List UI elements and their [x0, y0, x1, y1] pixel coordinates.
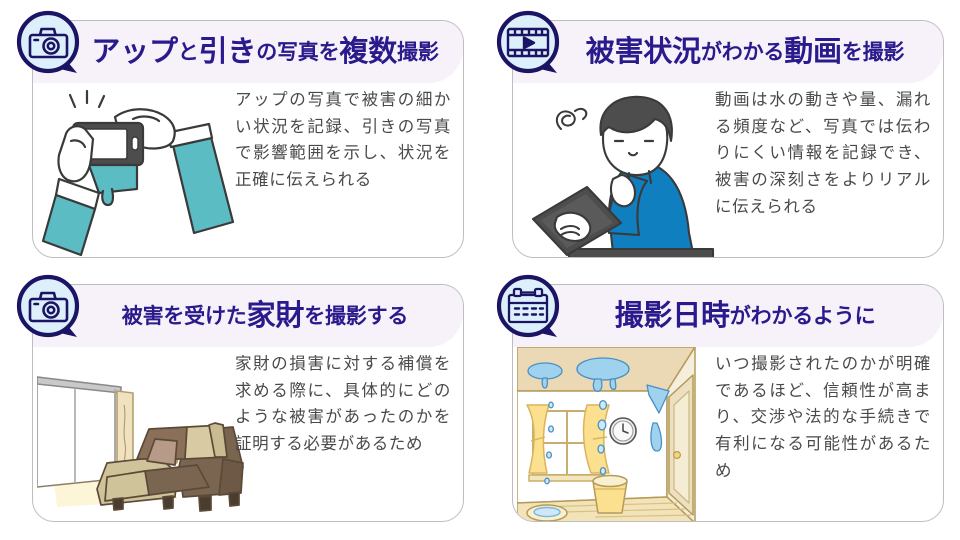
title-part: 被害状況	[585, 35, 701, 68]
card-body: 動画は水の動きや量、漏れる頻度など、写真では伝わりにくい情報を記録でき、被害の深…	[513, 83, 943, 257]
card-title: 被害を受けた 家財 を撮影する	[33, 285, 453, 347]
calendar-icon	[493, 271, 567, 345]
camera-icon	[13, 271, 87, 345]
illustration-leaking-room	[517, 347, 733, 521]
title-part: 動画	[784, 35, 842, 68]
title-part: アップ	[91, 35, 178, 68]
card-damage-video: 被害状況 がわかる 動画 を撮影	[496, 10, 944, 258]
card-description: いつ撮影されたのかが明確であるほど、信頼性が高まり、交渉や法的な手続きで有利にな…	[715, 354, 931, 480]
title-part: がわかるように	[729, 304, 876, 328]
title-part: 撮影日時	[614, 299, 730, 332]
illustration-person-with-tablet	[517, 83, 733, 257]
title-part: と	[177, 40, 199, 64]
title-part: 被害を受けた	[121, 304, 247, 328]
card-clip: アップ と 引き の写真を 複数 撮影	[33, 21, 463, 257]
title-part: 撮影	[397, 40, 439, 64]
card-clip: 撮影日時 がわかるように	[513, 285, 943, 521]
title-part: 複数	[339, 35, 398, 68]
card-body: いつ撮影されたのかが明確であるほど、信頼性が高まり、交渉や法的な手続きで有利にな…	[513, 347, 943, 521]
card-clip: 被害を受けた 家財 を撮影する	[33, 285, 463, 521]
card-title: アップ と 引き の写真を 複数 撮影	[33, 21, 453, 83]
card-title: 被害状況 がわかる 動画 を撮影	[513, 21, 933, 83]
title-part: を撮影する	[304, 304, 409, 328]
video-icon	[493, 7, 567, 81]
title-part: 引き	[198, 35, 257, 68]
card-damaged-belongings: 被害を受けた 家財 を撮影する	[16, 274, 464, 522]
card-description: 動画は水の動きや量、漏れる頻度など、写真では伝わりにくい情報を記録でき、被害の深…	[715, 90, 931, 216]
title-part: の写真を	[256, 40, 340, 64]
illustration-hands-holding-camera	[37, 83, 253, 257]
card-header-band	[33, 285, 463, 347]
title-part: がわかる	[700, 40, 785, 64]
title-part: 家財	[246, 299, 305, 332]
camera-icon	[13, 7, 87, 81]
card-body: アップの写真で被害の細かい状況を記録、引きの写真で影響範囲を示し、状況を正確に伝…	[33, 83, 463, 257]
card-header-band	[33, 21, 463, 83]
card-description: 家財の損害に対する補償を求める際に、具体的にどのような被害があったのかを証明する…	[235, 354, 451, 454]
card-capture-datetime: 撮影日時 がわかるように	[496, 274, 944, 522]
card-header-band	[513, 285, 943, 347]
card-close-and-wide-photos: アップ と 引き の写真を 複数 撮影	[16, 10, 464, 258]
illustration-living-room-sofa	[37, 347, 253, 521]
card-body: 家財の損害に対する補償を求める際に、具体的にどのような被害があったのかを証明する…	[33, 347, 463, 521]
card-clip: 被害状況 がわかる 動画 を撮影	[513, 21, 943, 257]
card-title: 撮影日時 がわかるように	[513, 285, 933, 347]
card-description: アップの写真で被害の細かい状況を記録、引きの写真で影響範囲を示し、状況を正確に伝…	[235, 90, 451, 190]
title-part: を撮影	[841, 40, 905, 64]
card-header-band	[513, 21, 943, 83]
